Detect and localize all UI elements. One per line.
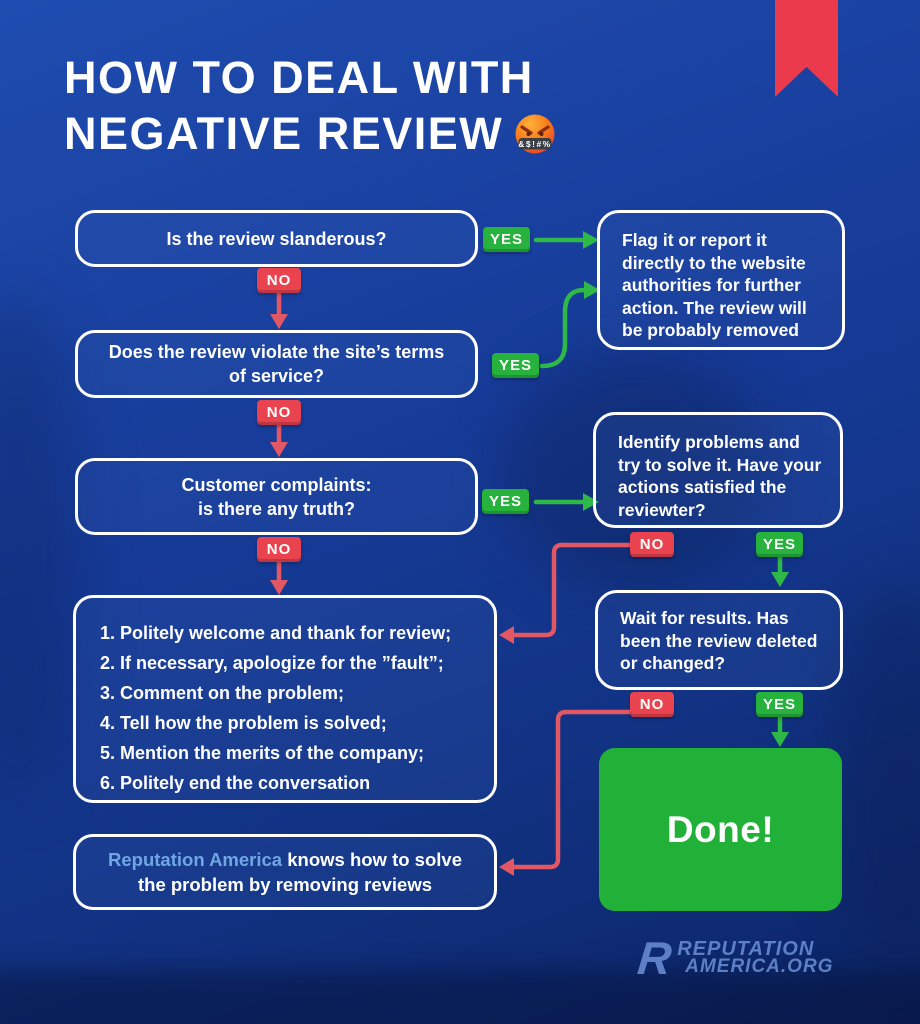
question-complaints-box: Customer complaints: is there any truth? xyxy=(75,458,478,535)
reply-step: 5. Mention the merits of the company; xyxy=(100,743,425,763)
yes-chip-wait: YES xyxy=(756,692,804,717)
question-slanderous-box: Is the review slanderous? xyxy=(75,210,478,267)
logo-r-mark-icon: R xyxy=(635,932,674,984)
title-line-2: NEGATIVE REVIEW &$!#% xyxy=(64,106,557,162)
reputation-brand-link[interactable]: Reputation America xyxy=(108,849,283,870)
reputation-text: Reputation America knows how to solve th… xyxy=(108,849,462,895)
arrowhead xyxy=(270,314,288,329)
background-silhouette xyxy=(830,580,920,960)
reputation-america-box: Reputation America knows how to solve th… xyxy=(73,834,497,910)
yes-chip-slanderous: YES xyxy=(483,227,531,252)
arrowhead xyxy=(270,442,288,457)
wait-results-box: Wait for results. Has been the review de… xyxy=(595,590,843,690)
reply-step: 1. Politely welcome and thank for review… xyxy=(100,623,452,643)
arrow-yes-terms xyxy=(539,287,587,369)
reply-steps-box: 1. Politely welcome and thank for review… xyxy=(73,595,497,803)
identify-problems-box: Identify problems and try to solve it. H… xyxy=(593,412,843,528)
arrowhead xyxy=(771,732,789,747)
svg-text:&$!#%: &$!#% xyxy=(518,139,551,149)
arrowhead xyxy=(499,626,514,644)
angry-swearing-emoji-icon: &$!#% xyxy=(515,114,555,154)
no-chip-identify: NO xyxy=(630,532,674,557)
no-chip-terms: NO xyxy=(257,400,301,425)
arrowhead xyxy=(270,580,288,595)
question-terms-box: Does the review violate the site’s terms… xyxy=(75,330,478,398)
bookmark-ribbon-icon xyxy=(775,0,838,97)
reply-step: 2. If necessary, apologize for the ”faul… xyxy=(100,653,444,673)
reply-step: 3. Comment on the problem; xyxy=(100,683,345,703)
arrowhead xyxy=(499,858,514,876)
logo-wordmark: REPUTATION AMERICA.ORG xyxy=(677,938,834,977)
no-chip-slanderous: NO xyxy=(257,268,301,293)
reputation-america-logo: R REPUTATION AMERICA.ORG xyxy=(635,932,834,984)
flag-report-box: Flag it or report it directly to the web… xyxy=(597,210,845,350)
title-line-1: HOW TO DEAL WITH xyxy=(64,52,534,103)
done-box: Done! xyxy=(599,748,842,911)
no-chip-wait: NO xyxy=(630,692,674,717)
reply-step: 4. Tell how the problem is solved; xyxy=(100,713,387,733)
arrowhead xyxy=(771,572,789,587)
page-title: HOW TO DEAL WITH NEGATIVE REVIEW &$!#% xyxy=(64,50,557,162)
background-silhouette xyxy=(0,300,80,800)
yes-chip-identify: YES xyxy=(756,532,804,557)
yes-chip-complaints: YES xyxy=(482,489,530,514)
no-chip-complaints: NO xyxy=(257,537,301,562)
reply-step: 6. Politely end the conversation xyxy=(100,773,371,793)
yes-chip-terms: YES xyxy=(492,353,540,378)
